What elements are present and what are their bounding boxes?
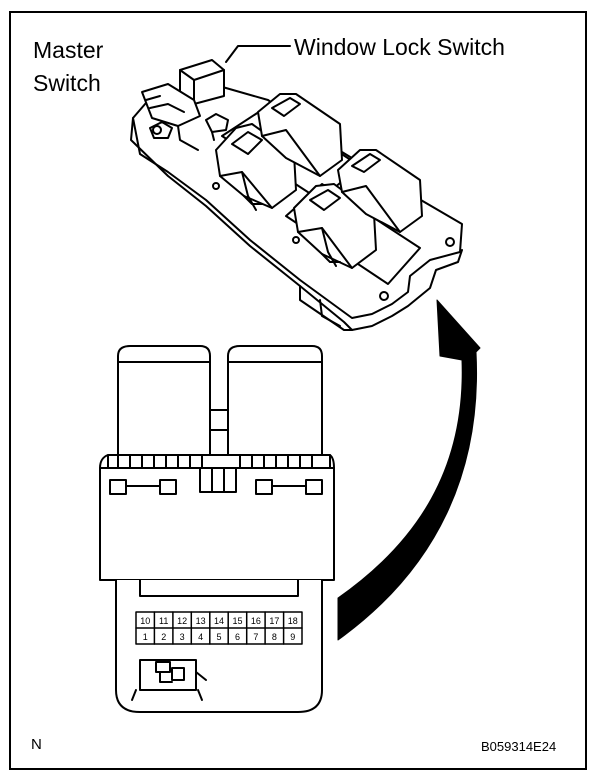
pin-label: 1: [143, 632, 148, 642]
window-lock-leader: [225, 45, 291, 63]
rotation-arrow: [337, 299, 481, 641]
pin-label: 8: [272, 632, 277, 642]
pin-label: 14: [214, 616, 224, 626]
pin-label: 15: [232, 616, 242, 626]
figure-code: B059314E24: [481, 739, 557, 754]
orientation-label: N: [31, 736, 42, 753]
window-lock-switch-label: Window Lock Switch: [294, 34, 505, 60]
pin-labels: 10 11 12 13 14 15 16 17 18 1 2 3 4 5 6 7…: [140, 616, 298, 642]
pin-label: 10: [140, 616, 150, 626]
pin-label: 2: [161, 632, 166, 642]
pin-label: 11: [159, 616, 168, 626]
master-switch-label-line2: Switch: [33, 70, 101, 96]
pin-label: 18: [288, 616, 298, 626]
rear-view-illustration: [99, 345, 335, 713]
pin-label: 9: [290, 632, 295, 642]
pin-label: 5: [216, 632, 221, 642]
connector-pin-grid: [135, 611, 303, 645]
pin-label: 16: [251, 616, 261, 626]
pin-label: 4: [198, 632, 203, 642]
pin-label: 17: [269, 616, 279, 626]
master-switch-label-line1: Master: [33, 37, 104, 63]
pin-label: 6: [235, 632, 240, 642]
pin-label: 12: [177, 616, 187, 626]
master-switch-illustration: [130, 59, 463, 331]
pin-label: 7: [253, 632, 258, 642]
pin-label: 13: [196, 616, 206, 626]
pin-label: 3: [180, 632, 185, 642]
